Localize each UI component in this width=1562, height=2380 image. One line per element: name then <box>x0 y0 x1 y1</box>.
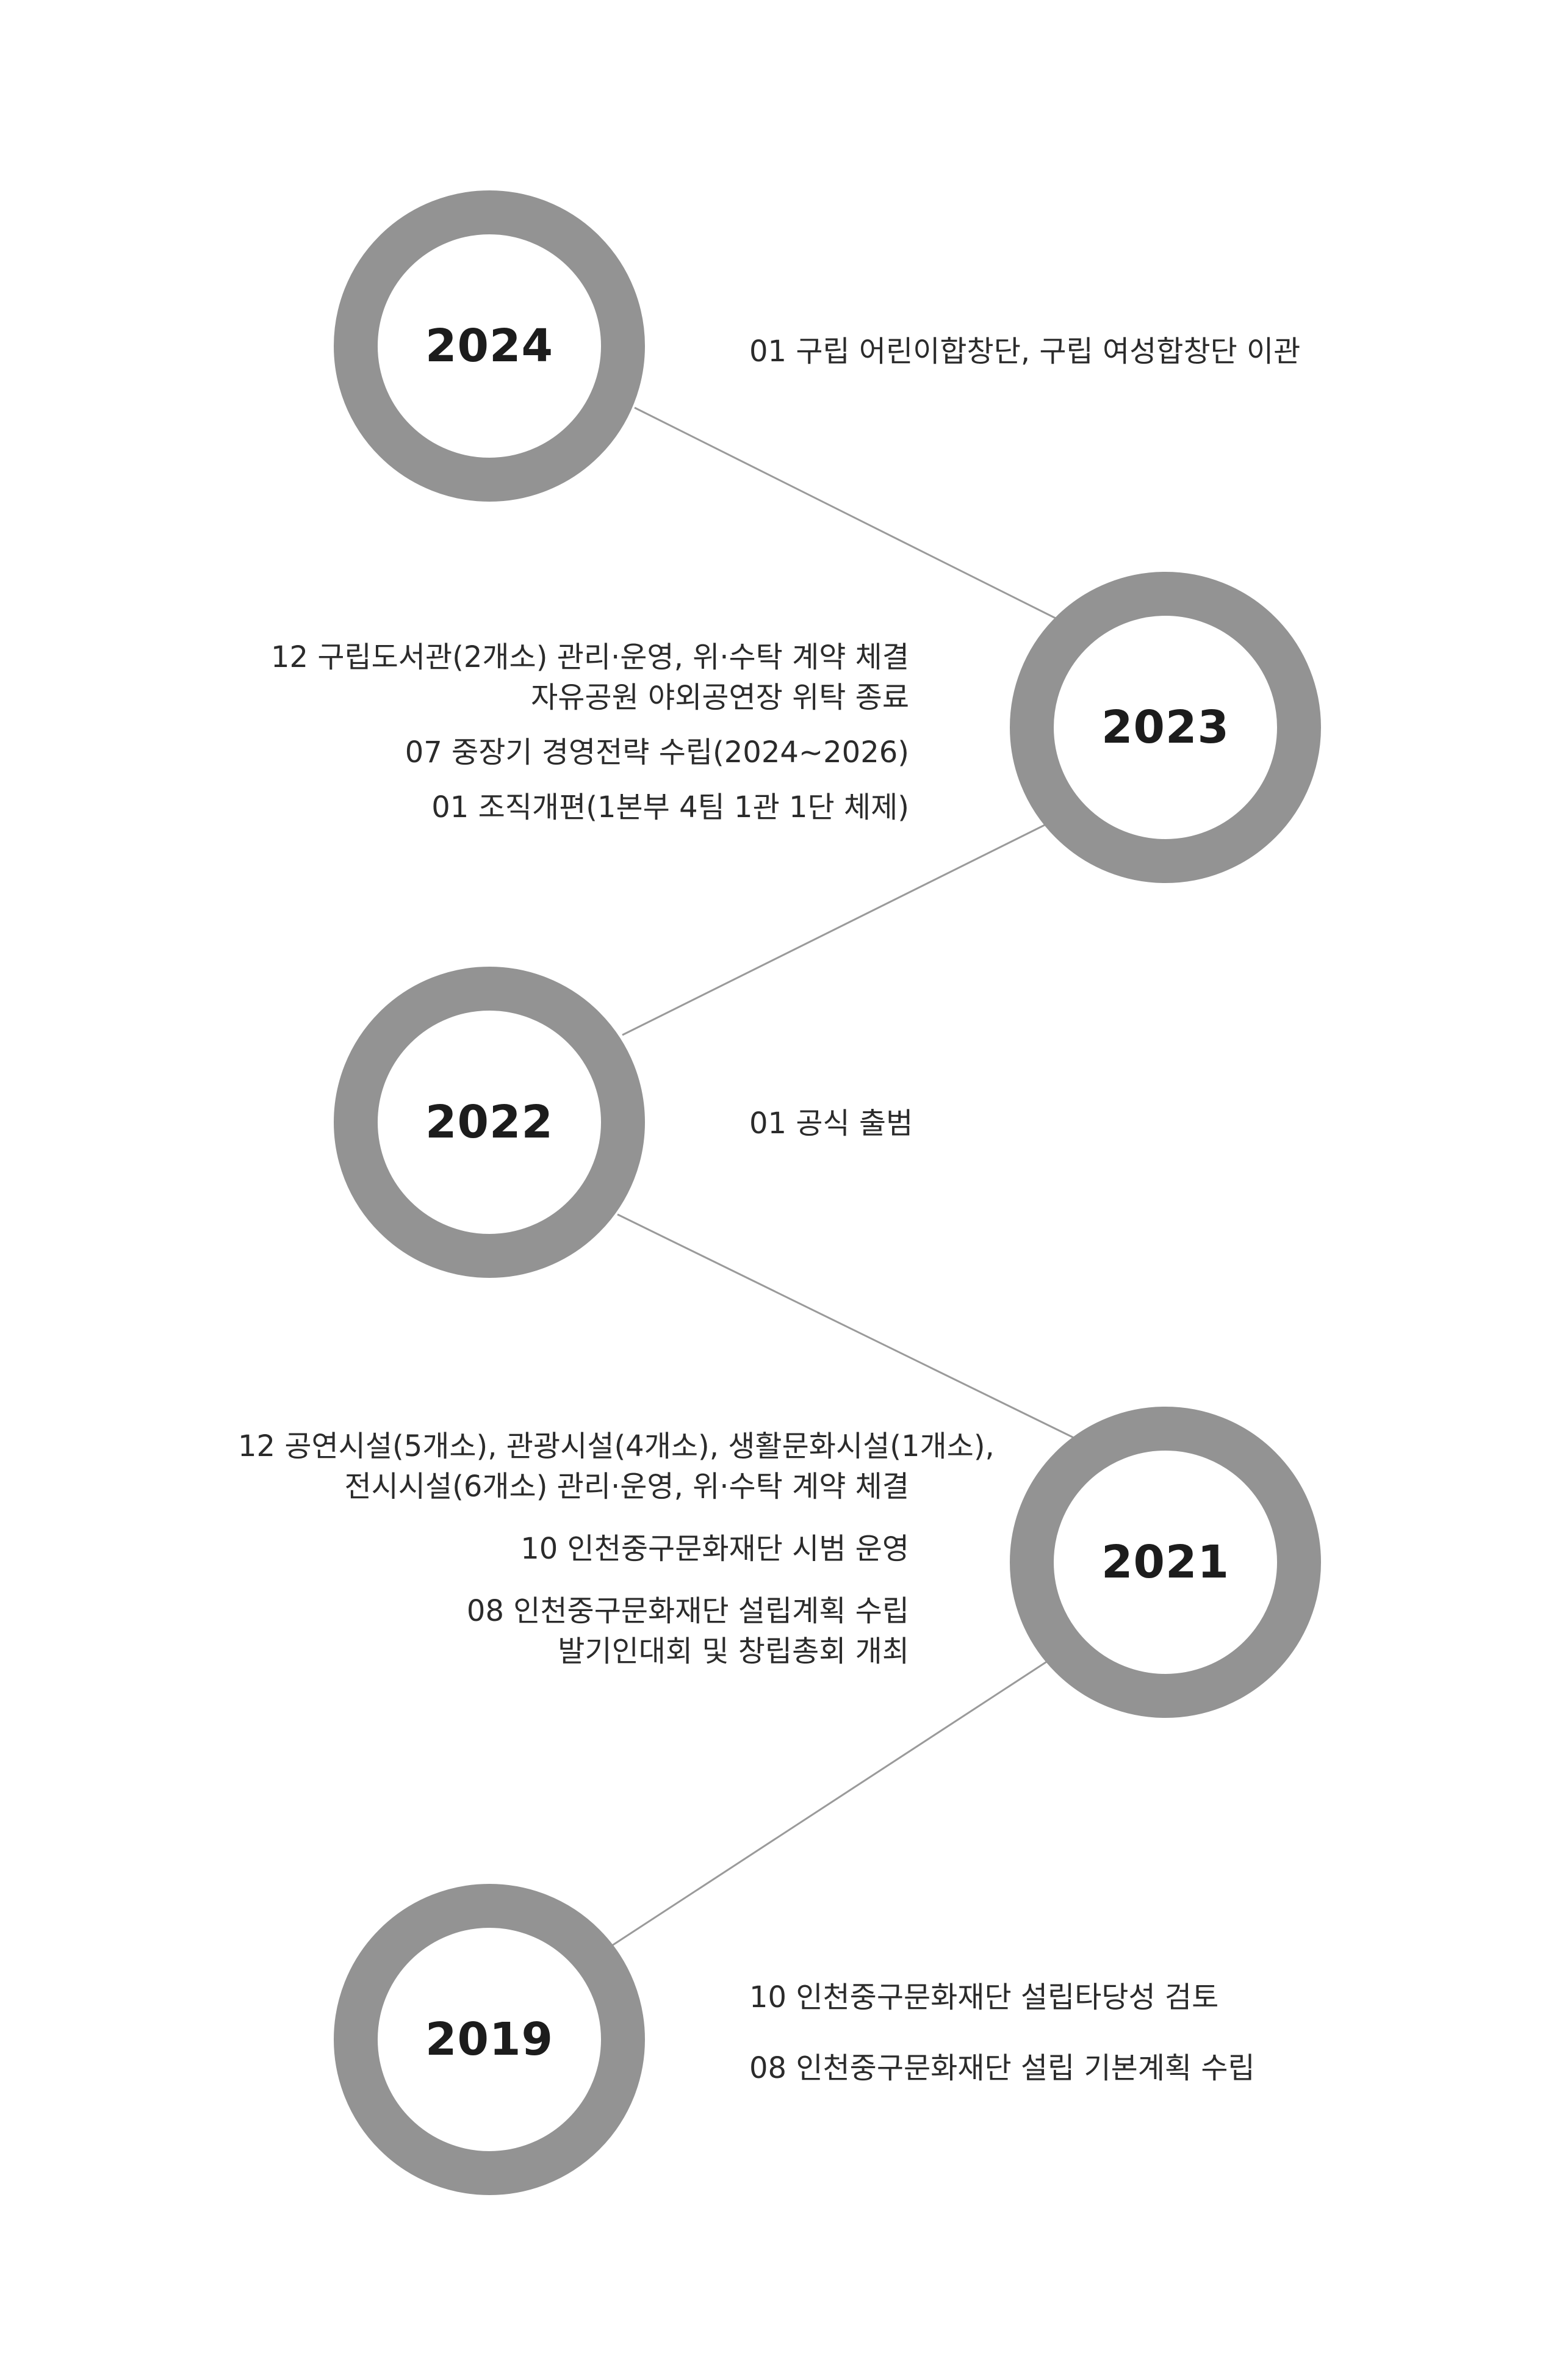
event-text: 08 인천중구문화재단 설립 기본계획 수립 <box>749 2051 1255 2085</box>
event-text: 01 구립 어린이합창단, 구립 여성합창단 이관 <box>749 334 1301 369</box>
event-item: 01 공식 출범 <box>749 1103 1420 1144</box>
event-text: 01 공식 출범 <box>749 1106 913 1141</box>
event-item: 10 인천중구문화재단 설립타당성 검토 <box>749 1977 1420 2018</box>
event-item: 10 인천중구문화재단 시범 운영 <box>238 1529 909 1569</box>
year-ring-2024: 2024 <box>334 190 645 502</box>
year-label: 2022 <box>425 1096 553 1149</box>
event-text: 전시시설(6개소) 관리·운영, 위·수탁 계약 체결 <box>344 1469 909 1504</box>
events-2022: 01 공식 출범 <box>749 1103 1420 1158</box>
event-text: 12 공연시설(5개소), 관광시설(4개소), 생활문화시설(1개소), <box>238 1429 995 1463</box>
year-ring-2023: 2023 <box>1010 572 1321 883</box>
year-ring-2021: 2021 <box>1010 1407 1321 1718</box>
events-2024: 01 구립 어린이합창단, 구립 여성합창단 이관 <box>749 331 1420 386</box>
connector-2024-2023 <box>634 406 1062 622</box>
event-text: 자유공원 야외공연장 위탁 종료 <box>531 680 909 715</box>
events-2021: 12 공연시설(5개소), 관광시설(4개소), 생활문화시설(1개소), 전시… <box>238 1426 995 1686</box>
event-item: 07 중장기 경영전략 수립(2024~2026) <box>238 732 909 773</box>
event-item: 08 인천중구문화재단 설립 기본계획 수립 <box>749 2048 1420 2088</box>
connector-2022-2021 <box>617 1213 1074 1439</box>
event-item: 01 구립 어린이합창단, 구립 여성합창단 이관 <box>749 331 1420 372</box>
event-text: 발기인대회 및 창립총회 개최 <box>558 1634 909 1668</box>
event-item: 01 조직개편(1본부 4팀 1관 1단 체제) <box>238 787 909 828</box>
event-text: 12 구립도서관(2개소) 관리·운영, 위·수탁 계약 체결 <box>270 640 909 674</box>
event-item: 08 인천중구문화재단 설립계획 수립 발기인대회 및 창립총회 개최 <box>238 1591 909 1671</box>
event-item: 12 공연시설(5개소), 관광시설(4개소), 생활문화시설(1개소), 전시… <box>238 1426 995 1507</box>
event-text: 10 인천중구문화재단 시범 운영 <box>520 1532 909 1566</box>
events-2023: 12 구립도서관(2개소) 관리·운영, 위·수탁 계약 체결 자유공원 야외공… <box>238 637 909 842</box>
year-label: 2019 <box>425 2013 553 2066</box>
year-ring-2022: 2022 <box>334 967 645 1278</box>
event-text: 08 인천중구문화재단 설립계획 수립 <box>466 1594 909 1628</box>
year-label: 2021 <box>1101 1536 1229 1588</box>
event-text: 07 중장기 경영전략 수립(2024~2026) <box>405 735 909 770</box>
year-label: 2023 <box>1101 701 1229 754</box>
event-item: 12 구립도서관(2개소) 관리·운영, 위·수탁 계약 체결 자유공원 야외공… <box>238 637 909 718</box>
event-text: 10 인천중구문화재단 설립타당성 검토 <box>749 1980 1219 2014</box>
event-text: 01 조직개편(1본부 4팀 1관 1단 체제) <box>431 790 909 824</box>
connector-2023-2022 <box>622 821 1050 1036</box>
year-label: 2024 <box>425 320 553 372</box>
connector-2021-2019 <box>610 1659 1050 1948</box>
year-ring-2019: 2019 <box>334 1884 645 2195</box>
events-2019: 10 인천중구문화재단 설립타당성 검토 08 인천중구문화재단 설립 기본계획… <box>749 1977 1420 2103</box>
